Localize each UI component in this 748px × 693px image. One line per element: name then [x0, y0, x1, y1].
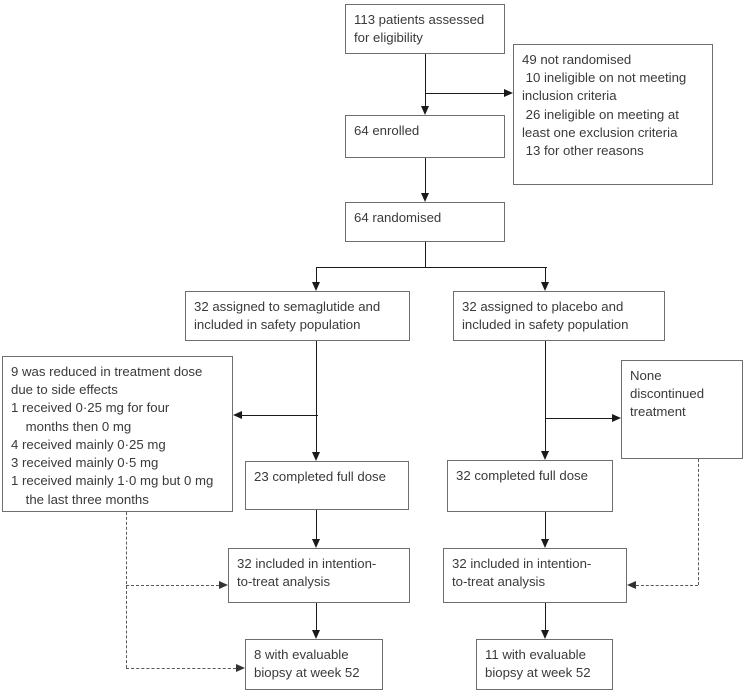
- box-semaglutide-completed-dose: 23 completed full dose: [245, 461, 409, 510]
- box-dose-reduced-details: 9 was reduced in treatment dose due to s…: [2, 356, 233, 512]
- dashed-line-dose-reduced-down: [126, 512, 127, 668]
- arrowhead-down-icon: [420, 106, 429, 115]
- line-placebo-completed-to-itt: [545, 512, 546, 539]
- box-text: inclusion criteria: [522, 88, 617, 104]
- box-text: 32 assigned to placebo and: [462, 299, 624, 314]
- box-semaglutide-itt-analysis: 32 included in intention- to-treat analy…: [228, 548, 410, 603]
- arrowhead-down-icon: [311, 282, 320, 291]
- arrowhead-left-icon: [233, 410, 242, 419]
- box-text: 10 ineligible on not meeting: [522, 70, 687, 86]
- box-enrolled: 64 enrolled: [345, 115, 505, 158]
- arrowhead-right-icon: [219, 580, 228, 589]
- box-text: the last three months: [11, 491, 149, 507]
- line-branch-not-randomised: [425, 93, 504, 94]
- box-text: 1 received mainly 1·0 mg but 0 mg: [11, 473, 214, 489]
- box-text: biopsy at week 52: [254, 665, 360, 681]
- box-text: 32 included in intention-: [452, 556, 592, 571]
- arrowhead-right-icon: [504, 88, 513, 97]
- dashed-line-none-discontinued-down: [698, 459, 699, 585]
- box-placebo-itt-analysis: 32 included in intention- to-treat analy…: [443, 548, 627, 603]
- box-text: to-treat analysis: [452, 574, 546, 590]
- box-text: None: [630, 368, 662, 383]
- box-text: 49 not randomised: [522, 52, 632, 67]
- box-placebo-completed-dose: 32 completed full dose: [447, 460, 613, 512]
- arrowhead-right-icon: [236, 663, 245, 672]
- box-text: 64 enrolled: [354, 123, 420, 138]
- box-text: 26 ineligible on meeting at: [522, 106, 679, 122]
- arrowhead-down-icon: [540, 539, 549, 548]
- box-not-randomised: 49 not randomised 10 ineligible on not m…: [513, 44, 713, 185]
- box-text: due to side effects: [11, 382, 118, 398]
- box-text: included in safety population: [194, 317, 361, 333]
- arrowhead-down-icon: [540, 282, 549, 291]
- line-assessed-to-enrolled: [425, 54, 426, 106]
- box-text: 8 with evaluable: [254, 647, 349, 662]
- arrowhead-left-icon: [627, 580, 636, 589]
- box-semaglutide-assigned: 32 assigned to semaglutide and included …: [185, 291, 410, 341]
- box-text: least one exclusion criteria: [522, 124, 678, 140]
- box-text: discontinued: [630, 386, 705, 402]
- box-placebo-biopsy-week52: 11 with evaluable biopsy at week 52: [476, 639, 613, 690]
- box-text: 64 randomised: [354, 210, 442, 225]
- line-branch-dose-reduced: [242, 415, 318, 416]
- line-branch-none-discontinued: [545, 418, 612, 419]
- box-text: 11 with evaluable: [485, 647, 586, 662]
- box-text: included in safety population: [462, 317, 629, 333]
- line-placebo-itt-to-biopsy: [545, 603, 546, 630]
- arrowhead-down-icon: [311, 630, 320, 639]
- line-randomised-split-cross: [316, 267, 547, 268]
- line-semaglutide-to-completed: [316, 341, 317, 452]
- box-text: 1 received 0·25 mg for four: [11, 400, 170, 416]
- box-assessed-eligibility: 113 patients assessed for eligibility: [345, 4, 505, 54]
- line-placebo-to-completed: [545, 341, 546, 451]
- box-text: 32 assigned to semaglutide and: [194, 299, 381, 314]
- box-randomised: 64 randomised: [345, 202, 505, 242]
- arrowhead-down-icon: [311, 539, 320, 548]
- box-text: biopsy at week 52: [485, 665, 591, 681]
- dashed-line-to-sema-itt: [126, 585, 219, 586]
- box-placebo-assigned: 32 assigned to placebo and included in s…: [453, 291, 665, 341]
- line-randomised-split-stem: [425, 242, 426, 267]
- box-text: 9 was reduced in treatment dose: [11, 364, 203, 379]
- box-text: 3 received mainly 0·5 mg: [11, 455, 159, 471]
- line-split-to-placebo: [545, 267, 546, 282]
- box-text: 113 patients assessed: [354, 12, 485, 27]
- line-sema-completed-to-itt: [316, 510, 317, 539]
- box-text: 23 completed full dose: [254, 469, 386, 484]
- box-none-discontinued: None discontinued treatment: [621, 360, 743, 459]
- box-text: treatment: [630, 404, 686, 420]
- dashed-line-to-placebo-itt: [636, 585, 698, 586]
- line-enrolled-to-randomised: [425, 158, 426, 193]
- arrowhead-down-icon: [420, 193, 429, 202]
- arrowhead-right-icon: [612, 413, 621, 422]
- line-split-to-semaglutide: [316, 267, 317, 282]
- arrowhead-down-icon: [540, 630, 549, 639]
- box-text: for eligibility: [354, 30, 423, 46]
- dashed-line-to-sema-biopsy: [126, 668, 236, 669]
- box-text: to-treat analysis: [237, 574, 331, 590]
- arrowhead-down-icon: [311, 452, 320, 461]
- line-sema-itt-to-biopsy: [316, 603, 317, 630]
- box-text: 13 for other reasons: [522, 143, 644, 159]
- box-text: 32 completed full dose: [456, 468, 588, 483]
- box-text: months then 0 mg: [11, 418, 132, 434]
- box-text: 4 received mainly 0·25 mg: [11, 436, 166, 452]
- arrowhead-down-icon: [540, 451, 549, 460]
- box-text: 32 included in intention-: [237, 556, 377, 571]
- box-semaglutide-biopsy-week52: 8 with evaluable biopsy at week 52: [245, 639, 383, 690]
